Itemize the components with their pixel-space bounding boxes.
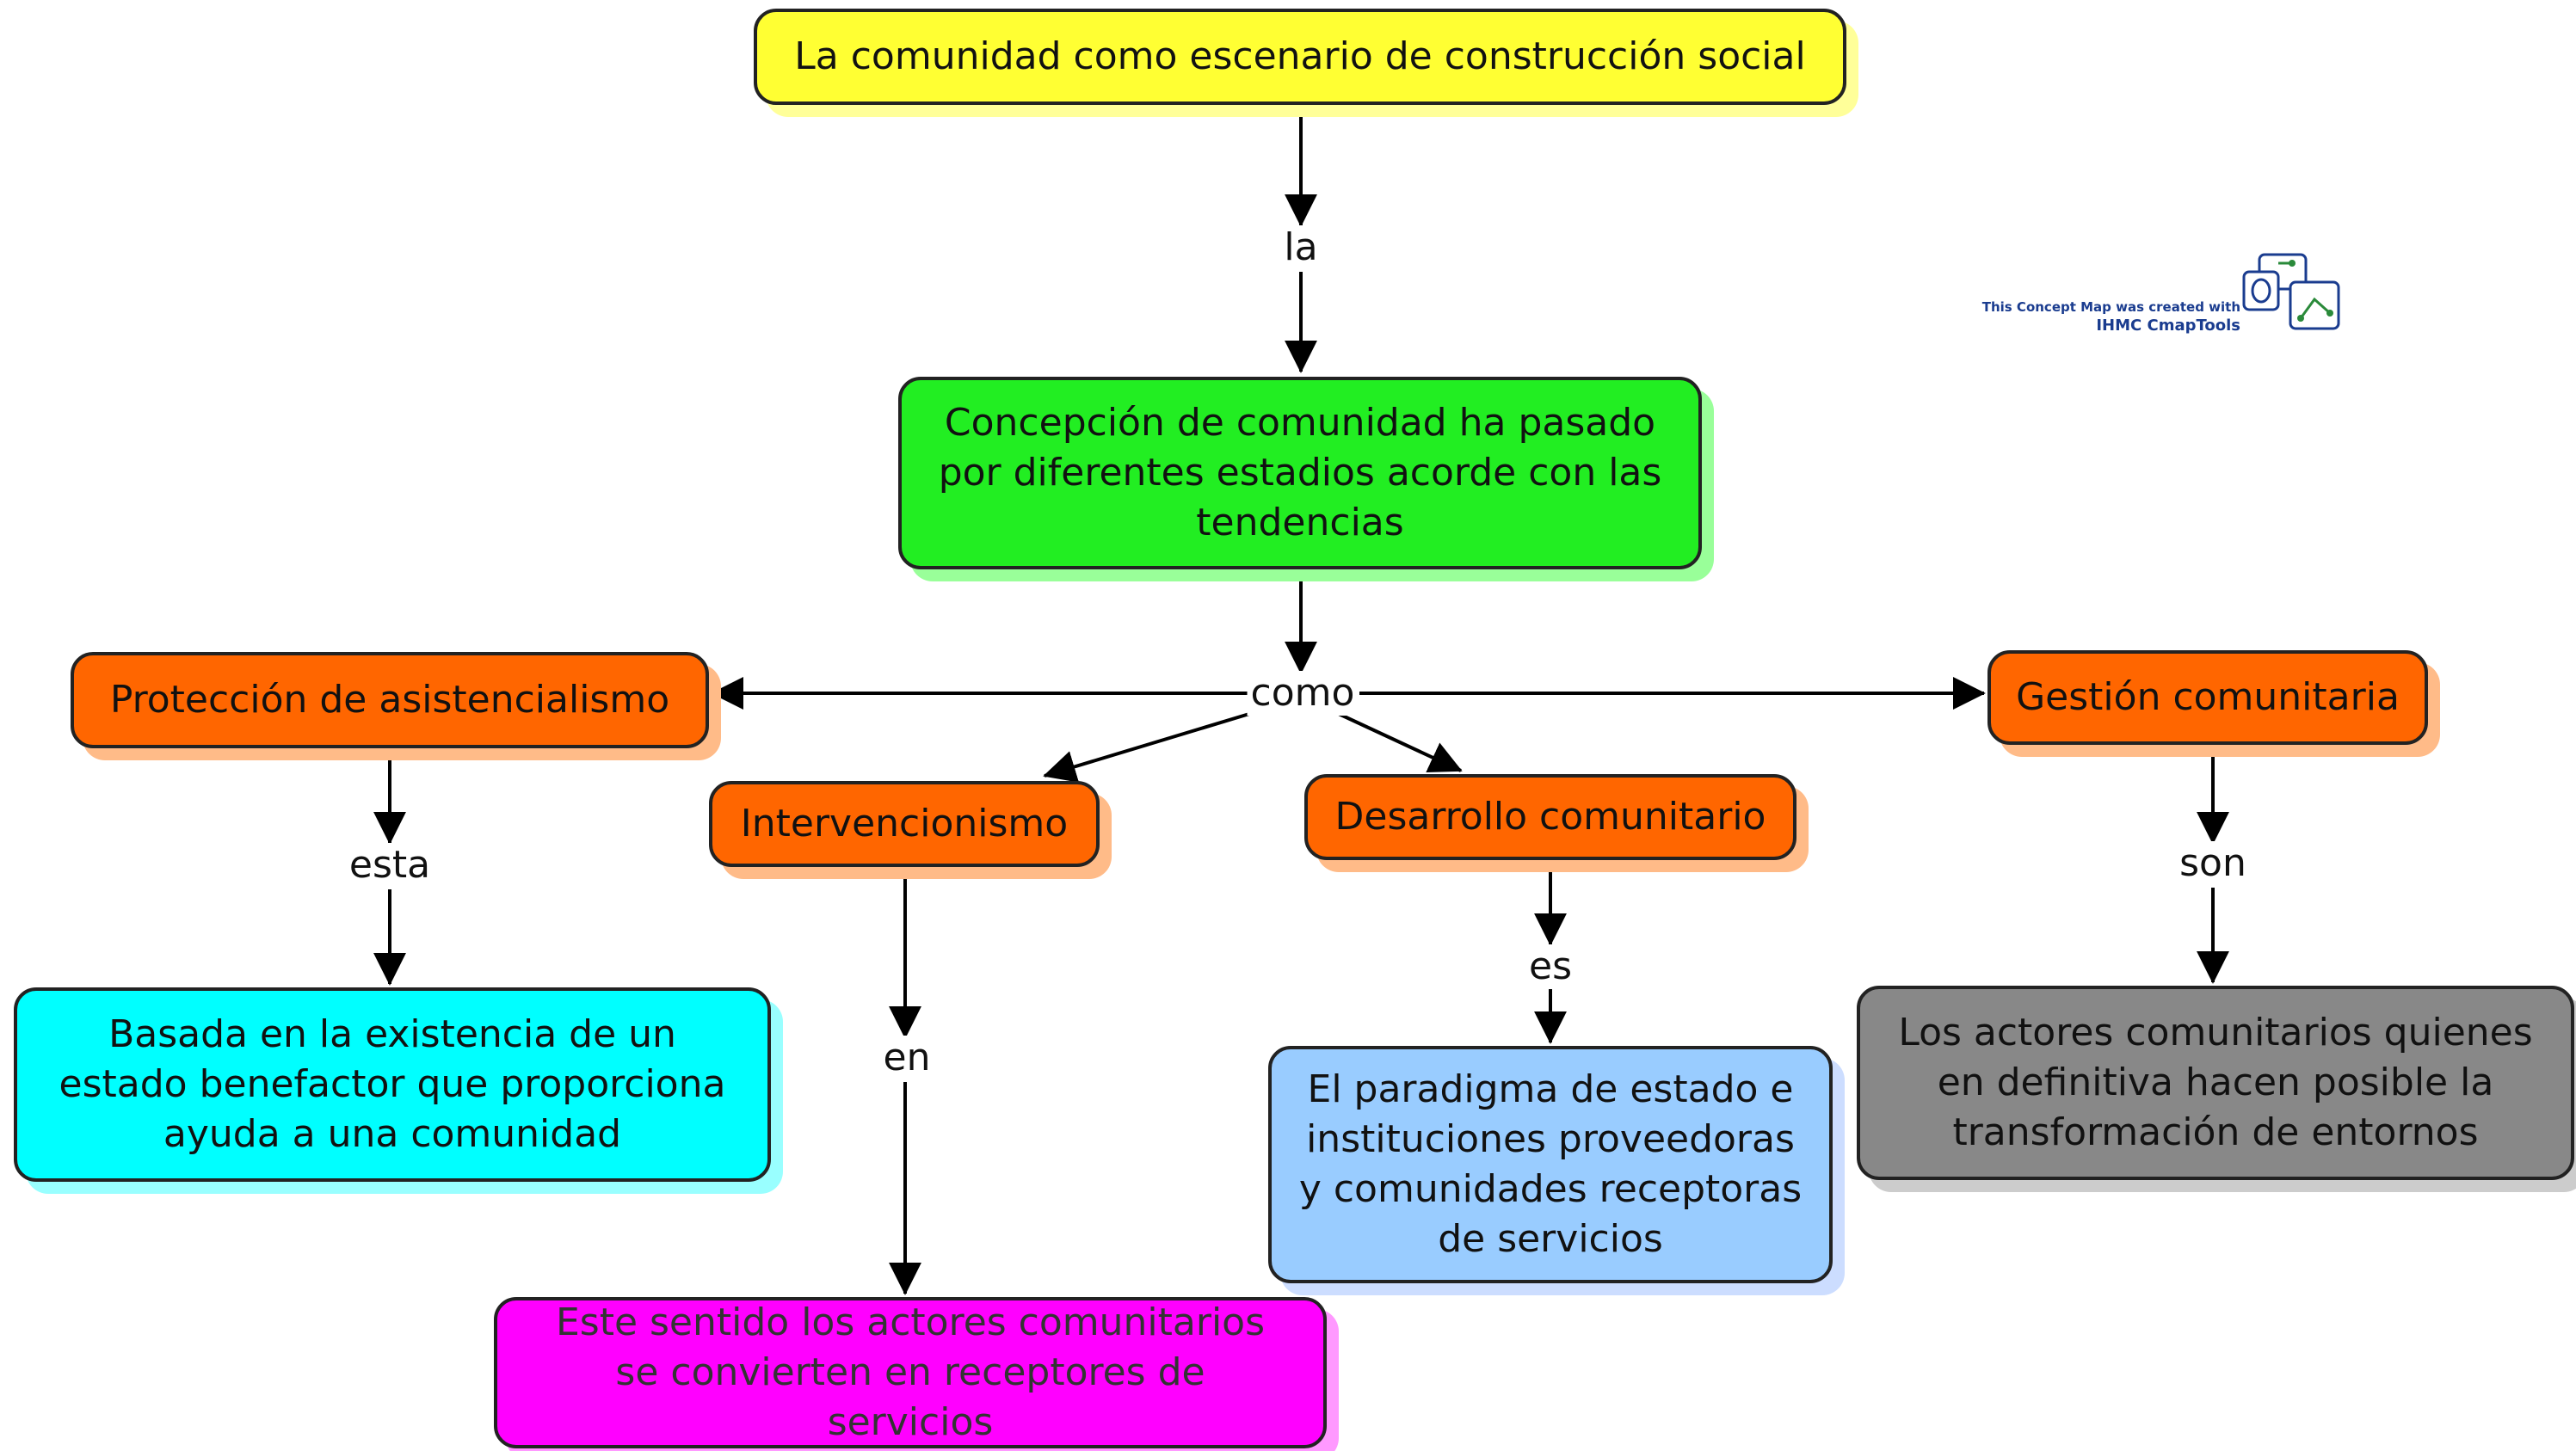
badge-line2: IHMC CmapTools bbox=[2096, 317, 2240, 335]
link-label-son[interactable]: son bbox=[2176, 841, 2250, 886]
cmaptools-badge: This Concept Map was created with IHMC C… bbox=[1974, 251, 2344, 337]
concept-gestion[interactable]: Gestión comunitaria bbox=[1987, 650, 2428, 745]
link-label-es[interactable]: es bbox=[1525, 944, 1575, 989]
concept-concepcion[interactable]: Concepción de comunidad ha pasado por di… bbox=[898, 377, 1702, 569]
edge-como-to-intervencionismo bbox=[1043, 712, 1250, 783]
concept-basada[interactable]: Basada en la existencia de un estado ben… bbox=[14, 987, 771, 1182]
concept-proteccion[interactable]: Protección de asistencialismo bbox=[71, 652, 709, 748]
concept-este-sentido[interactable]: Este sentido los actores comunitarios se… bbox=[494, 1297, 1327, 1448]
link-label-esta[interactable]: esta bbox=[345, 843, 434, 888]
edge-como-to-desarrollo bbox=[1338, 712, 1463, 773]
concept-intervencionismo[interactable]: Intervencionismo bbox=[709, 781, 1100, 867]
concept-actores[interactable]: Los actores comunitarios quienes en defi… bbox=[1857, 986, 2574, 1180]
concept-paradigma[interactable]: El paradigma de estado e instituciones p… bbox=[1268, 1046, 1833, 1283]
link-label-como[interactable]: como bbox=[1247, 671, 1359, 716]
link-label-en[interactable]: en bbox=[879, 1036, 934, 1080]
link-label-la[interactable]: la bbox=[1280, 225, 1322, 270]
badge-line1: This Concept Map was created with bbox=[1981, 299, 2240, 315]
cmaptools-logo-icon bbox=[2242, 253, 2340, 330]
concept-root[interactable]: La comunidad como escenario de construcc… bbox=[754, 9, 1846, 105]
concept-desarrollo[interactable]: Desarrollo comunitario bbox=[1304, 774, 1796, 860]
